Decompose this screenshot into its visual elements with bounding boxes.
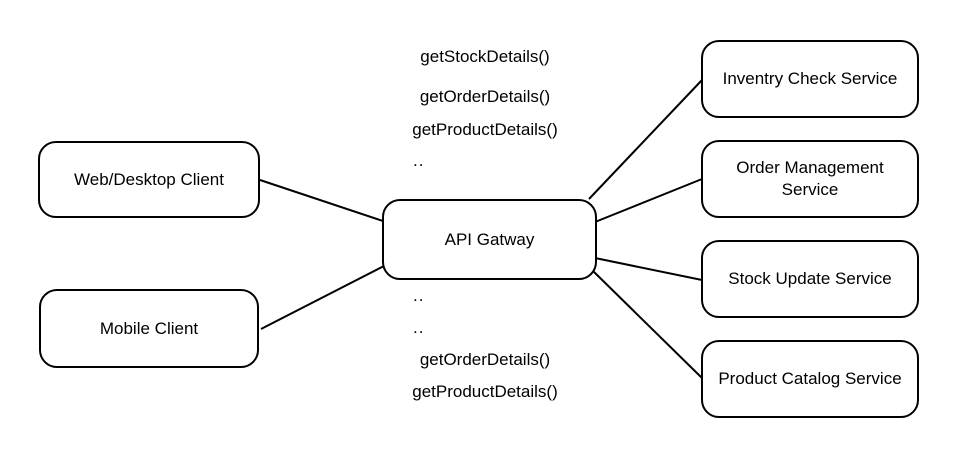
node-stock-update-service: Stock Update Service [701, 240, 919, 318]
label-get-stock-details-top: getStockDetails() [420, 47, 550, 66]
label-ellipsis-bottom-2: .. [413, 318, 425, 337]
node-inventry-check-service: Inventry Check Service [701, 40, 919, 118]
node-label: Mobile Client [99, 318, 199, 338]
edge-gateway-to-stock-update [594, 257, 703, 281]
label-ellipsis-top: .. [413, 151, 425, 170]
label-get-order-details-bottom: getOrderDetails() [419, 350, 551, 369]
node-api-gateway: API Gatway [382, 199, 597, 280]
label-ellipsis-bottom-1: .. [413, 286, 425, 305]
edge-gateway-to-product-catalog [591, 269, 703, 379]
node-order-management-service: Order Management Service [701, 140, 919, 218]
edge-mobile-client-to-gateway [260, 264, 387, 330]
node-label: Product Catalog Service [718, 369, 902, 388]
node-label: Web/Desktop Client [74, 169, 224, 189]
label-get-product-details-top: getProductDetails() [412, 120, 558, 139]
node-mobile-client: Mobile Client [39, 289, 259, 368]
node-label: Order Management Service [736, 158, 884, 199]
node-label: API Gatway [444, 229, 535, 249]
edge-gateway-to-order-management [594, 178, 703, 223]
edge-gateway-to-inventry-check [588, 79, 703, 200]
edge-web-desktop-client-to-gateway [259, 179, 387, 223]
label-get-order-details-top: getOrderDetails() [419, 87, 551, 106]
node-web-desktop-client: Web/Desktop Client [38, 141, 260, 218]
node-label: Inventry Check Service [722, 69, 898, 88]
node-label: Stock Update Service [728, 269, 892, 288]
label-get-product-details-bottom: getProductDetails() [412, 382, 558, 401]
node-product-catalog-service: Product Catalog Service [701, 340, 919, 418]
